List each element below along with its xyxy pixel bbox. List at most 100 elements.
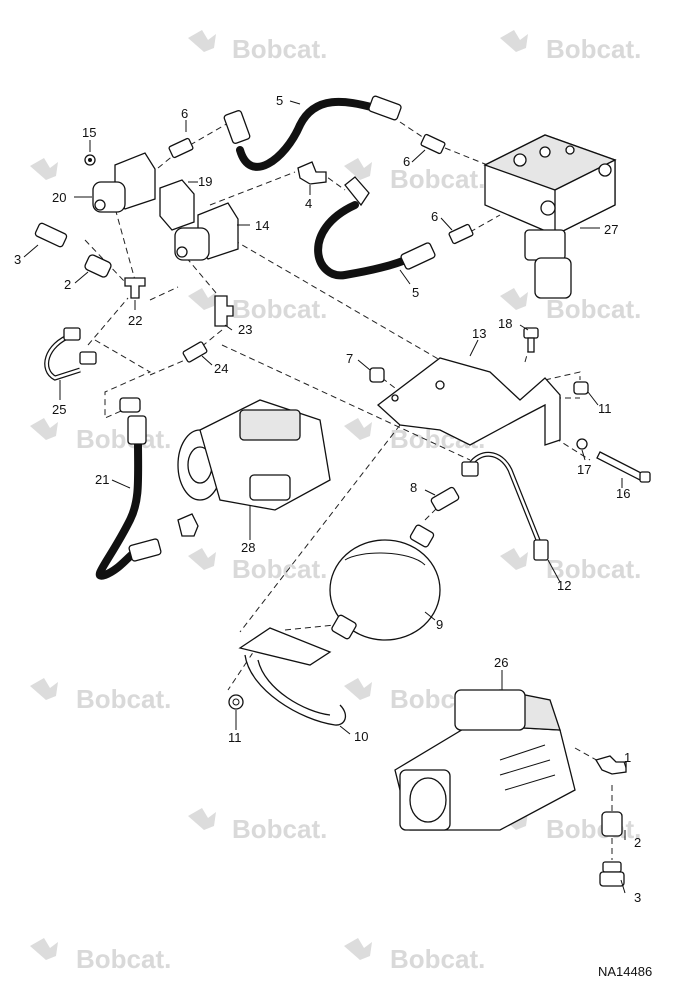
callout-25: 25 [52,402,66,417]
watermark-7: Bobcat. [30,418,171,454]
coupler-2-left [84,254,112,278]
svg-text:Bobcat.: Bobcat. [76,944,171,974]
svg-text:Bobcat.: Bobcat. [232,554,327,584]
callout-13: 13 [472,326,486,341]
bolt-16 [596,451,651,483]
callout-8: 8 [410,480,417,495]
callout-2-right: 2 [634,835,641,850]
tube-25 [44,327,97,381]
callout-6-upper-right: 6 [403,154,410,169]
callout-6-middle: 6 [431,209,438,224]
callout-17: 17 [577,462,591,477]
svg-text:Bobcat.: Bobcat. [546,294,641,324]
washer-15 [84,154,96,166]
callout-2-left: 2 [64,277,71,292]
callout-7: 7 [346,351,353,366]
callout-28: 28 [241,540,255,555]
hose-5-upper [223,95,402,171]
watermark-layer: Bobcat. Bobcat. Bobcat. Bobcat. Bobcat. … [30,30,641,974]
bolt-18 [523,327,539,353]
fitting-6-b [420,133,446,155]
callout-16: 16 [616,486,630,501]
clamp-10 [238,627,347,726]
tube-12 [461,451,549,561]
callouts: 5 6 15 20 19 14 4 6 6 27 5 3 2 22 23 24 … [14,93,641,905]
watermark-11: Bobcat. [30,678,171,714]
watermark-6: Bobcat. [500,288,641,324]
leader-lines [23,100,627,894]
watermark-3 [30,158,58,180]
fitting-8 [430,486,460,512]
fitting-6-a [168,137,194,159]
callout-4: 4 [305,196,312,211]
tee-23 [214,295,234,327]
nut-11-lower [228,694,244,710]
callout-9: 9 [436,617,443,632]
elbow-1 [595,755,627,775]
svg-text:Bobcat.: Bobcat. [390,164,485,194]
watermark-1: Bobcat. [188,30,327,64]
watermark-10: Bobcat. [500,548,641,584]
pump-26 [394,689,576,831]
svg-text:Bobcat.: Bobcat. [390,944,485,974]
callout-23: 23 [238,322,252,337]
callout-5-upper: 5 [276,93,283,108]
callout-20: 20 [52,190,66,205]
callout-5-lower: 5 [412,285,419,300]
svg-text:Bobcat.: Bobcat. [76,424,171,454]
elbow-4 [297,161,327,185]
callout-22: 22 [128,313,142,328]
solenoid-14 [174,202,239,261]
watermark-16: Bobcat. [344,938,485,974]
hose-21 [95,397,162,580]
callout-10: 10 [354,729,368,744]
nut-11-upper [573,381,589,395]
callout-12: 12 [557,578,571,593]
callout-11-lower: 11 [228,730,242,745]
watermark-13: Bobcat. [188,808,327,844]
callout-18: 18 [498,316,512,331]
watermark-4: Bobcat. [344,158,485,194]
fitting-6-c [448,223,474,245]
callout-24: 24 [214,361,228,376]
fitting-24 [182,341,208,363]
callout-19: 19 [198,174,212,189]
callout-15: 15 [82,125,96,140]
watermark-2: Bobcat. [500,30,641,64]
callout-3-right: 3 [634,890,641,905]
elbow-21-end [177,513,199,537]
svg-text:Bobcat.: Bobcat. [232,814,327,844]
coupler-2-right [601,811,623,837]
tee-22 [124,277,146,299]
svg-text:Bobcat.: Bobcat. [546,554,641,584]
callout-14: 14 [255,218,269,233]
svg-text:Bobcat.: Bobcat. [232,34,327,64]
hose-5-lower [314,176,436,280]
accumulator-9 [329,524,441,641]
callout-6-upper-left: 6 [181,106,188,121]
callout-11-upper: 11 [598,401,612,416]
valve-block-27 [483,134,617,299]
watermark-15: Bobcat. [30,938,171,974]
pump-28 [177,399,331,511]
bracket-19 [159,179,195,231]
solenoid-20 [92,152,156,213]
bracket-13 [376,357,561,446]
callout-26: 26 [494,655,508,670]
sensor-3-right [599,861,625,887]
nut-7 [369,367,385,383]
callout-1: 1 [624,750,631,765]
sensor-3-left [34,222,68,248]
watermark-9: Bobcat. [188,548,327,584]
svg-text:Bobcat.: Bobcat. [546,34,641,64]
callout-3-left: 3 [14,252,21,267]
watermark-5: Bobcat. [188,288,327,324]
document-id: NA14486 [598,964,652,979]
svg-text:Bobcat.: Bobcat. [232,294,327,324]
svg-text:Bobcat.: Bobcat. [546,814,641,844]
callout-27: 27 [604,222,618,237]
washer-17 [576,438,588,450]
callout-21: 21 [95,472,109,487]
